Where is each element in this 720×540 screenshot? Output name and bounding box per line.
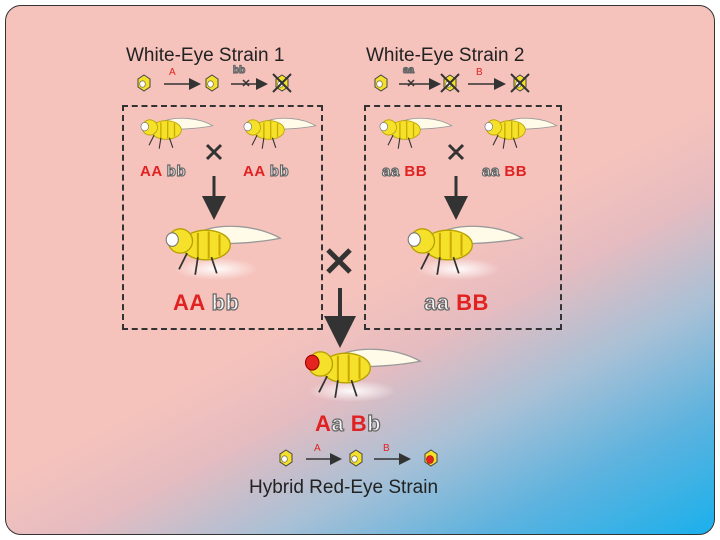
strain2-title: White-Eye Strain 2 (366, 45, 525, 66)
strain1-step1-label: A (169, 67, 176, 78)
hybrid-title: Hybrid Red-Eye Strain (249, 477, 439, 498)
strain1-parent-left-genotype: AA bb (140, 162, 187, 180)
strain1-step2-label: bb (232, 64, 246, 76)
strain2-offspring-genotype: aa BB (423, 289, 489, 315)
strain2-parent-left-genotype: aa BB (381, 162, 428, 180)
strain2-parent-right-genotype: aa BB (481, 162, 528, 180)
hybrid-genotype: Aa Bb (315, 410, 382, 436)
strain1-box (122, 105, 323, 330)
strain2-box (364, 105, 562, 330)
strain1-title: White-Eye Strain 1 (126, 45, 285, 66)
strain2-step2-label: B (476, 67, 483, 78)
hybrid-step1-label: A (314, 443, 321, 454)
strain1-parent-right-genotype: AA bb (243, 162, 290, 180)
slide: White-Eye Strain 1 White-Eye Strain 2 Hy… (5, 5, 715, 535)
hybrid-step2-label: B (383, 443, 390, 454)
diagram-graphics (137, 73, 558, 467)
strain1-offspring-genotype: AA bb (173, 289, 240, 315)
strain2-step1-label: aa (402, 64, 415, 76)
